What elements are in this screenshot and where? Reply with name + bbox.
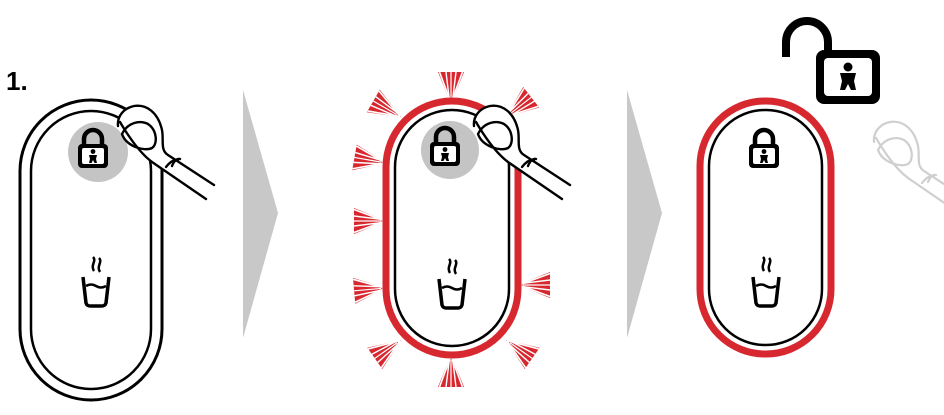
finger-release-icon: [874, 122, 944, 215]
flash-ray-icon: [354, 208, 386, 234]
panel-2-flashing: [352, 72, 570, 387]
flash-ray-icon: [518, 272, 550, 298]
step-arrow-1: [243, 90, 278, 338]
flash-ray-icon: [438, 355, 464, 387]
unlocked-padlock-icon: [786, 21, 880, 104]
flash-ray-icon: [499, 329, 540, 369]
step-arrow-2: [627, 90, 662, 338]
panel-1-press: [20, 100, 214, 400]
panel-3-unlocked: [700, 21, 944, 354]
flash-ray-icon: [353, 275, 387, 304]
